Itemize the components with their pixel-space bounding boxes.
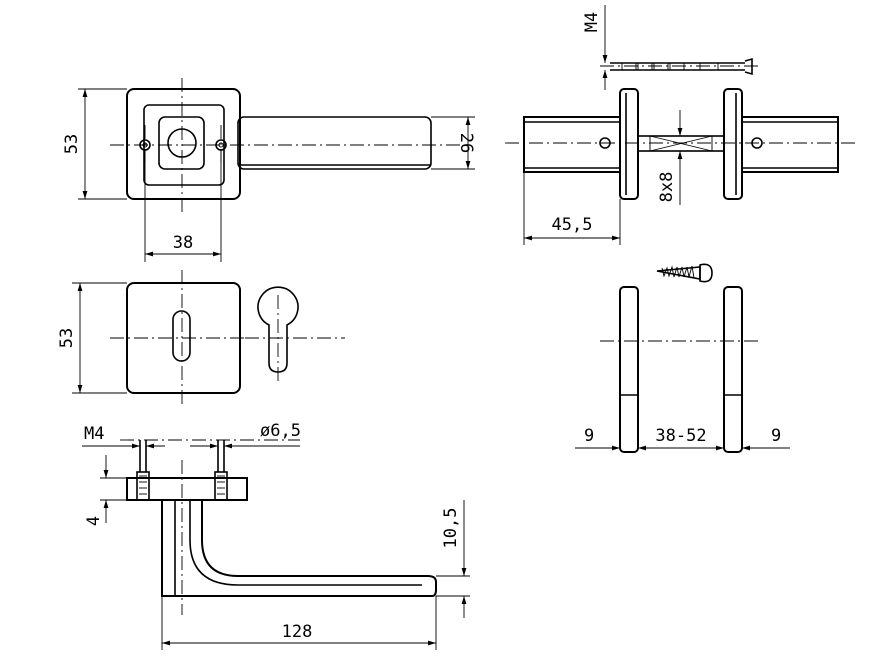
dim-rose-thickness-label: 4 (84, 516, 104, 526)
rose-outline (126, 88, 241, 200)
lever-body (237, 116, 432, 170)
wood-screw-head (699, 263, 713, 283)
dim-plate-right-label: 9 (771, 426, 781, 446)
lever-side-view: M4 ø6,5 4 10,5 128 (82, 421, 470, 650)
right-neck (741, 116, 839, 173)
escutcheon-side-view: 9 38-52 9 (575, 263, 790, 453)
dim-bolt-thread-label: M4 (582, 12, 602, 32)
dim-rose-height-label: 53 (62, 134, 82, 154)
euro-cylinder-cutout (257, 286, 299, 373)
lever-neck (158, 116, 205, 170)
left-neck (523, 116, 621, 173)
escutcheon-view: 53 (57, 270, 345, 408)
dim-spindle-size-label: 8x8 (657, 172, 677, 203)
dim-plate-left-label: 9 (584, 426, 594, 446)
right-plate (723, 286, 743, 453)
key-slot (172, 310, 191, 362)
dim-lever-height-label: 10,5 (441, 508, 461, 549)
dim-handle-width-label: 26 (456, 133, 476, 153)
screw-boss-left (136, 471, 150, 501)
handle-front-view: 53 26 38 (62, 78, 476, 262)
lever-profile (161, 500, 437, 597)
dim-escutcheon-height-label: 53 (57, 328, 77, 348)
assembly-top-view: M4 8x8 45,5 (505, 5, 858, 245)
dim-spindle-offset-label: 45,5 (552, 215, 593, 235)
rose-plate (126, 477, 248, 501)
dim-lever-length-label: 128 (282, 622, 313, 642)
screw-boss-right (214, 471, 228, 501)
dim-screw-spacing-label: 38 (173, 233, 193, 253)
dim-door-thickness-label: 38-52 (655, 426, 706, 446)
dim-hole-diameter-label: ø6,5 (260, 421, 301, 441)
left-rose (619, 88, 639, 200)
bolt-head (744, 57, 753, 76)
right-rose (723, 88, 743, 200)
left-plate (619, 286, 639, 453)
dim-screw-thread-label: M4 (84, 424, 104, 444)
